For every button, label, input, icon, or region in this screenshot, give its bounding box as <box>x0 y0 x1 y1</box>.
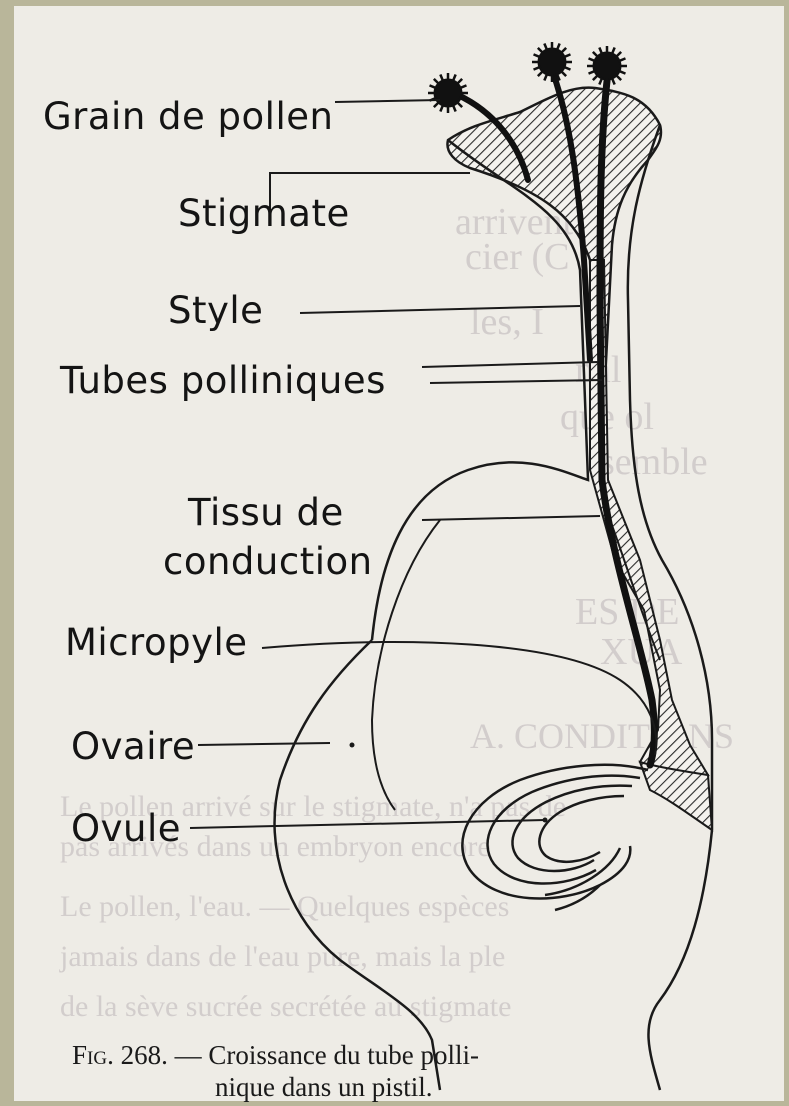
label-ovule: Ovule <box>71 810 181 847</box>
pollen-spike <box>456 79 462 85</box>
pollen-spike <box>456 101 462 107</box>
pollen-spike <box>538 48 544 54</box>
ovary-wall-right <box>648 830 712 1090</box>
figure-caption: Fig. 268. — Croissance du tube polli- <box>72 1040 479 1071</box>
pollen-spike <box>434 79 440 85</box>
label-pollen-tubes: Tubes polliniques <box>60 362 386 399</box>
ovary-inner-left <box>372 520 440 810</box>
figure-caption-line-2: nique dans un pistil. <box>215 1072 433 1103</box>
label-style: Style <box>168 292 263 329</box>
pollen-spike <box>434 101 440 107</box>
pollen-spike <box>593 74 599 80</box>
caption-line-1: Croissance du tube polli- <box>208 1040 479 1070</box>
label-stigma: Stigmate <box>178 195 350 232</box>
label-micropyle: Micropyle <box>65 624 248 661</box>
label-conducting-tissue-1: Tissu de <box>188 494 344 531</box>
label-pollen-grain: Grain de pollen <box>43 98 333 135</box>
ovule <box>462 765 648 910</box>
caption-dash: — <box>168 1040 209 1070</box>
style-left-wall <box>372 140 588 640</box>
pollen-spike <box>560 48 566 54</box>
pollen-spike <box>615 52 621 58</box>
pollen-spike <box>560 70 566 76</box>
figure-number: Fig. 268. <box>72 1040 168 1070</box>
pollen-spike <box>615 74 621 80</box>
label-ovary: Ovaire <box>71 728 195 765</box>
pollen-spike <box>593 52 599 58</box>
pollen-spike <box>538 70 544 76</box>
label-conducting-tissue-2: conduction <box>163 543 373 580</box>
ovary-wall <box>275 640 440 1090</box>
